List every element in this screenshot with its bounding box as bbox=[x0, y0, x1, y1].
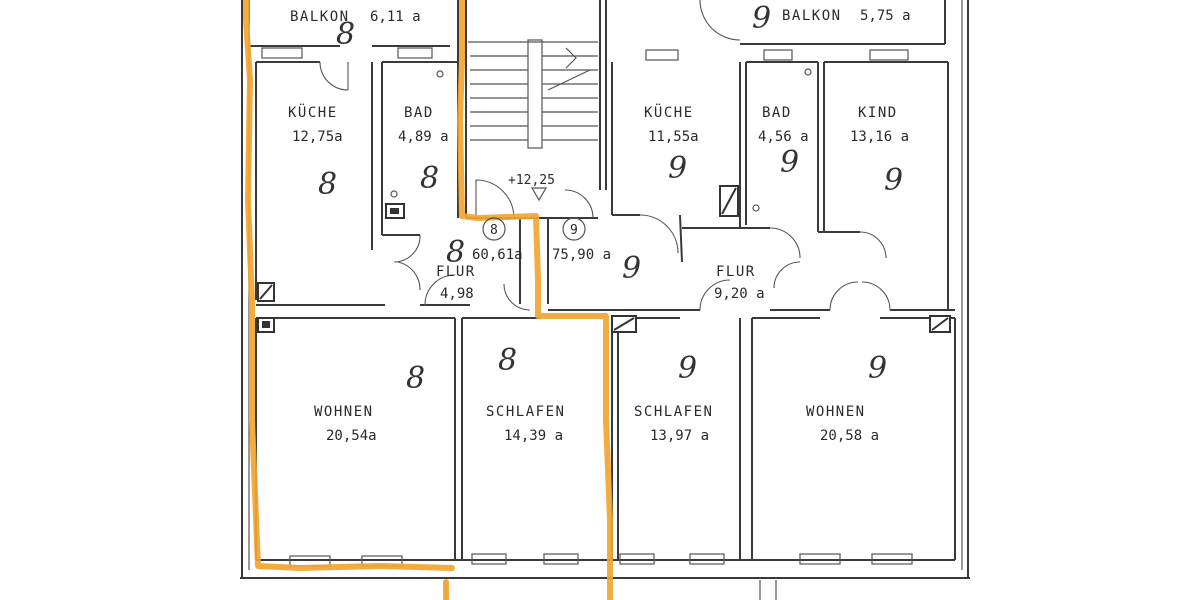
doors bbox=[319, 0, 891, 311]
room-area-bad-right: 4,56 a bbox=[758, 129, 809, 145]
room-name-schlafen-right: SCHLAFEN bbox=[634, 404, 713, 420]
handwritten-unit-number: 8 bbox=[336, 17, 355, 52]
handwritten-unit-number: 8 bbox=[420, 161, 439, 196]
stairwell bbox=[470, 39, 598, 202]
room-name-schlafen-left: SCHLAFEN bbox=[486, 404, 565, 420]
room-area-schlafen-left: 14,39 a bbox=[504, 428, 563, 444]
unit-total-left: 60,61a bbox=[472, 247, 523, 263]
room-area-kueche-left: 12,75a bbox=[292, 129, 343, 145]
room-area-balkon-right: 5,75 a bbox=[860, 8, 911, 24]
room-area-wohnen-right: 20,58 a bbox=[820, 428, 879, 444]
room-area-flur-right: 9,20 a bbox=[714, 286, 765, 302]
room-area-bad-left: 4,89 a bbox=[398, 129, 449, 145]
room-name-wohnen-left: WOHNEN bbox=[314, 404, 374, 420]
vent-symbols bbox=[257, 68, 951, 333]
unit-marker-right bbox=[562, 217, 586, 241]
room-area-kueche-right: 11,55a bbox=[648, 129, 699, 145]
room-name-wohnen-right: WOHNEN bbox=[806, 404, 866, 420]
stair-level: +12,25 bbox=[508, 173, 555, 188]
room-area-schlafen-right: 13,97 a bbox=[650, 428, 709, 444]
handwritten-unit-number: 9 bbox=[868, 351, 887, 386]
handwritten-unit-number: 9 bbox=[780, 145, 799, 180]
handwritten-unit-number: 8 bbox=[446, 235, 465, 270]
room-name-flur-left: FLUR bbox=[436, 264, 476, 280]
handwritten-unit-number: 9 bbox=[678, 351, 697, 386]
room-name-flur-right: FLUR bbox=[716, 264, 756, 280]
unit-number-left: 8 bbox=[490, 223, 498, 238]
handwritten-unit-number: 9 bbox=[668, 151, 687, 186]
room-area-wohnen-left: 20,54a bbox=[326, 428, 377, 444]
room-name-bad-left: BAD bbox=[404, 105, 434, 121]
unit-marker-left bbox=[482, 217, 506, 241]
room-name-kueche-left: KÜCHE bbox=[288, 103, 338, 121]
handwritten-unit-number: 8 bbox=[406, 361, 425, 396]
unit-highlight-outline bbox=[243, 0, 613, 600]
walls bbox=[240, 0, 970, 600]
room-area-flur-left: 4,98 bbox=[440, 286, 474, 302]
room-name-balkon-left: BALKON bbox=[290, 9, 350, 25]
room-name-kind: KIND bbox=[858, 105, 898, 121]
handwritten-unit-number: 9 bbox=[622, 251, 641, 286]
handwritten-unit-number: 8 bbox=[498, 343, 517, 378]
room-name-kueche-right: KÜCHE bbox=[644, 103, 694, 121]
unit-total-right: 75,90 a bbox=[552, 247, 611, 263]
room-name-balkon-right: BALKON bbox=[782, 8, 842, 24]
handwritten-unit-number: 9 bbox=[752, 1, 771, 36]
unit-number-right: 9 bbox=[570, 223, 578, 238]
room-area-balkon-left: 6,11 a bbox=[370, 9, 421, 25]
room-area-kind: 13,16 a bbox=[850, 129, 909, 145]
handwritten-unit-number: 8 bbox=[318, 167, 337, 202]
room-name-bad-right: BAD bbox=[762, 105, 792, 121]
handwritten-unit-number: 9 bbox=[884, 163, 903, 198]
